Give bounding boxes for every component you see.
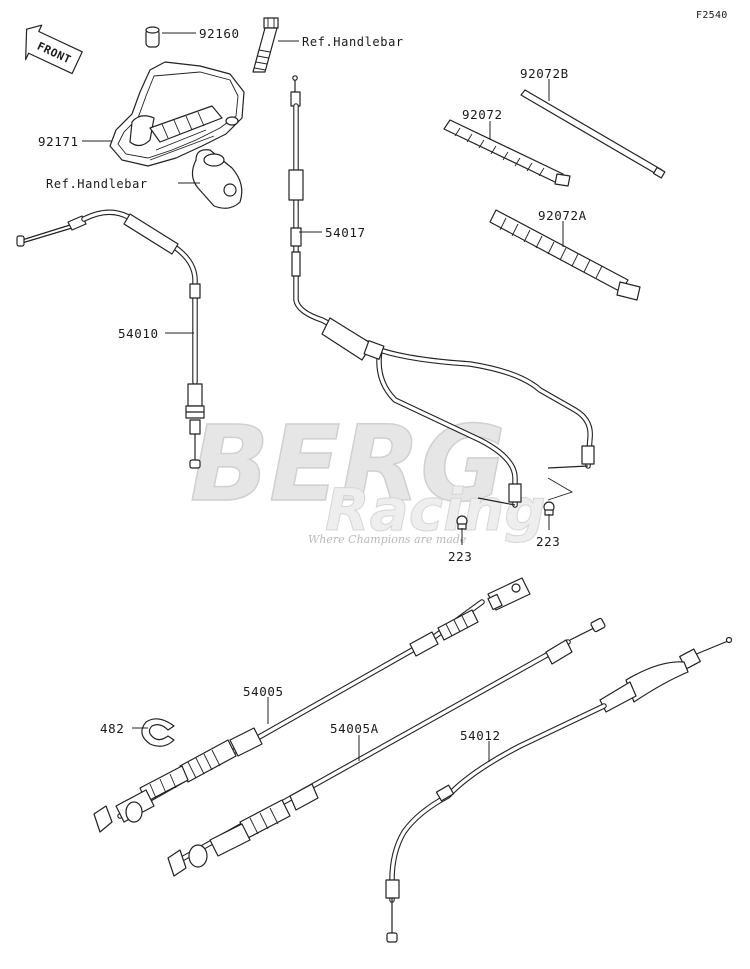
berg-racing-watermark: BERG Racing Where Champions are made: [189, 402, 546, 546]
part-92171-bracket: [109, 61, 245, 167]
label-ref-handlebar-top: Ref.Handlebar: [302, 35, 404, 49]
part-92072A-tie: [489, 209, 641, 301]
part-92160-collar: [145, 26, 160, 48]
label-223-right: 223: [536, 534, 560, 549]
part-92072-tie: [443, 119, 571, 187]
diagram-code: F2540: [696, 10, 728, 21]
label-54012: 54012: [460, 728, 501, 743]
label-54005A: 54005A: [330, 721, 379, 736]
part-54012-cable: [385, 636, 733, 943]
label-54010: 54010: [118, 326, 159, 341]
label-92072A: 92072A: [538, 208, 587, 223]
part-54005A-cable: [167, 617, 606, 877]
label-ref-handlebar-mid: Ref.Handlebar: [46, 177, 148, 191]
part-92072B-tie: [520, 89, 666, 179]
label-92171: 92171: [38, 134, 79, 149]
part-223-left: [456, 515, 468, 530]
part-54017-cable: [288, 75, 595, 508]
part-54010-cable: [16, 209, 205, 469]
label-92072B: 92072B: [520, 66, 569, 81]
label-54005: 54005: [243, 684, 284, 699]
label-223-left: 223: [448, 549, 472, 564]
label-92160: 92160: [199, 26, 240, 41]
watermark-tagline: Where Champions are made: [308, 533, 467, 546]
handlebar-bolt: [252, 17, 279, 73]
label-54017: 54017: [325, 225, 366, 240]
label-92072: 92072: [462, 107, 503, 122]
label-482: 482: [100, 721, 124, 736]
part-482-circlip: [141, 718, 175, 747]
watermark-brand-line1: BERG: [190, 403, 506, 525]
front-arrow-icon: FRONT: [25, 24, 83, 75]
part-223-right: [543, 501, 555, 516]
part-54005-cable: [93, 577, 531, 833]
handlebar-clamp: [191, 149, 243, 209]
